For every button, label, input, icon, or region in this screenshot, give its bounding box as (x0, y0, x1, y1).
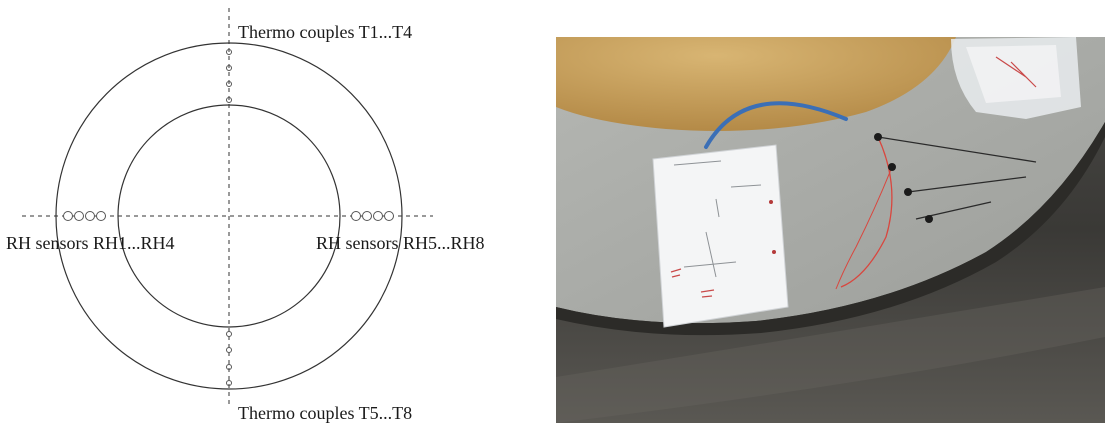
wooden-board (556, 37, 956, 131)
sensor-point (925, 215, 933, 223)
rh-sensors-left (63, 211, 106, 221)
floor-highlight (556, 287, 1105, 423)
thermocouples-bottom (226, 331, 232, 386)
black-wire-1 (877, 136, 1037, 163)
installation-photo (556, 37, 1105, 423)
thermocouple-marker (226, 347, 232, 353)
thermocouple-marker (226, 81, 232, 87)
rh-sensor-marker (85, 211, 95, 221)
thermocouple-marker (226, 380, 232, 386)
label-thermocouples-top: Thermo couples T1...T4 (238, 22, 412, 42)
rh-sensor-marker (373, 211, 383, 221)
thermocouple-marker (226, 364, 232, 370)
rh-sensors-right (351, 211, 394, 221)
rh-sensor-marker (384, 211, 394, 221)
rh-sensor-marker (96, 211, 106, 221)
paper-sheet (652, 144, 789, 328)
sensor-point (888, 163, 896, 171)
label-rh-sensors-right: RH sensors RH5...RH8 (316, 233, 485, 253)
thermocouple-marker (226, 97, 232, 103)
sensor-layout-diagram: Thermo couples T1...T4 Thermo couples T5… (6, 8, 485, 423)
label-rh-sensors-left: RH sensors RH1...RH4 (6, 233, 175, 253)
inner-ring-edge (117, 104, 341, 328)
thermocouple-marker (226, 65, 232, 71)
rh-sensor-marker (74, 211, 84, 221)
plastic-bag (951, 37, 1081, 119)
sensor-point (904, 188, 912, 196)
thermocouple-marker (226, 49, 232, 55)
thermocouples-top (226, 49, 232, 103)
sensor-point (874, 133, 882, 141)
red-wire-main (840, 136, 893, 288)
rh-sensor-marker (63, 211, 73, 221)
rh-sensor-marker (362, 211, 372, 221)
label-thermocouples-bottom: Thermo couples T5...T8 (238, 403, 412, 423)
black-wire-2 (907, 176, 1027, 193)
outer-ring-edge (55, 42, 403, 390)
rh-sensor-marker (351, 211, 361, 221)
thermocouple-marker (226, 331, 232, 337)
red-wire-branch (835, 166, 893, 290)
blue-cable (704, 101, 848, 149)
